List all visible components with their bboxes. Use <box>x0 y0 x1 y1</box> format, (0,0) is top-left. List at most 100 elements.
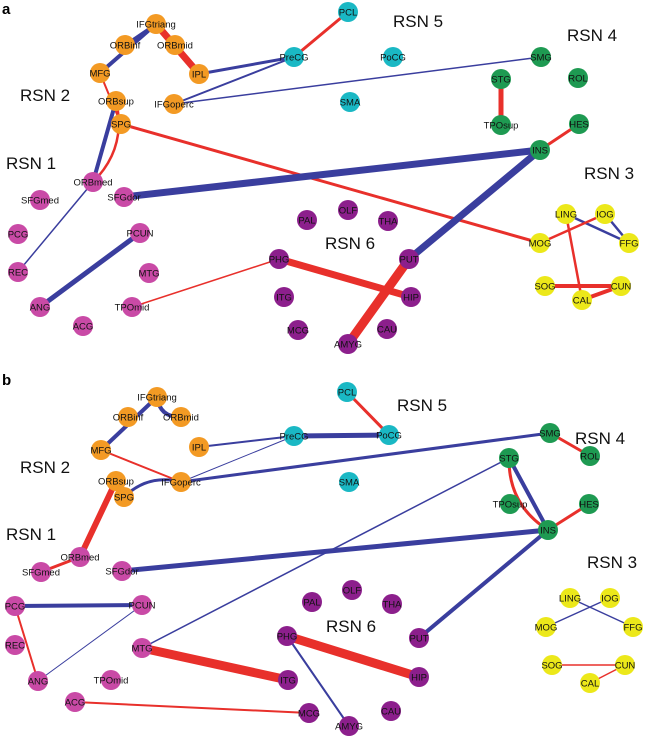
edge-orbmed-orbsup <box>91 99 118 184</box>
node-circle <box>112 561 132 581</box>
node-ffg: FFG <box>619 233 639 253</box>
node-label: ORBmed <box>73 178 112 189</box>
node-circle <box>568 68 588 88</box>
node-circle <box>531 47 551 67</box>
node-tpomid: TPOmid <box>94 670 129 690</box>
node-label: SMA <box>340 98 361 109</box>
node-precg: PreCG <box>279 426 309 446</box>
edge-orbsup-orbmed <box>77 478 119 560</box>
node-sfgmed: SFGmed <box>21 190 59 210</box>
node-circle <box>297 210 317 230</box>
node-label: PreCG <box>279 432 308 443</box>
node-circle <box>560 588 580 608</box>
node-ins: INS <box>530 140 550 160</box>
rsn-label-2: RSN 2 <box>20 458 70 477</box>
node-label: AMYG <box>334 340 362 351</box>
node-circle <box>615 655 635 675</box>
node-circle <box>91 440 111 460</box>
node-pcg: PCG <box>5 596 25 616</box>
node-label: MOG <box>529 239 552 250</box>
node-circle <box>147 387 167 407</box>
node-label: INS <box>532 146 548 157</box>
node-label: PAL <box>303 598 320 609</box>
node-circle <box>339 716 359 736</box>
node-label: INS <box>540 526 556 537</box>
node-circle <box>114 487 134 507</box>
node-label: SMA <box>339 478 360 489</box>
node-label: PUT <box>400 255 419 266</box>
node-circle <box>139 263 159 283</box>
node-precg: PreCG <box>279 47 309 67</box>
edge-ifgoperc-smg <box>179 431 552 484</box>
node-label: SFGdor <box>105 567 138 578</box>
node-circle <box>106 471 126 491</box>
node-circle <box>530 233 550 253</box>
node-label: ORBmid <box>163 413 199 424</box>
node-stg: STG <box>499 448 519 468</box>
node-label: CUN <box>611 282 632 293</box>
node-label: OLF <box>343 586 362 597</box>
node-circle <box>65 692 85 712</box>
node-put: PUT <box>409 628 429 648</box>
node-iog: IOG <box>600 588 620 608</box>
node-label: CAU <box>377 325 397 336</box>
edge-iog-mog <box>538 212 607 245</box>
node-sog: SOG <box>534 276 556 296</box>
node-circle <box>600 588 620 608</box>
node-circle <box>132 638 152 658</box>
node-label: PreCG <box>279 53 308 64</box>
node-label: THA <box>379 217 399 228</box>
rsn-label-1: RSN 1 <box>6 154 56 173</box>
node-tposup: TPOsup <box>493 494 527 514</box>
node-circle <box>338 2 358 22</box>
node-circle <box>165 35 185 55</box>
node-label: CAU <box>381 707 401 718</box>
node-itg: ITG <box>278 670 298 690</box>
node-smg: SMG <box>530 47 552 67</box>
node-label: OLF <box>339 206 358 217</box>
node-label: ITG <box>280 676 296 687</box>
node-label: MCG <box>298 709 320 720</box>
node-label: ORBinf <box>113 413 144 424</box>
node-acg: ACG <box>65 692 85 712</box>
node-circle <box>277 626 297 646</box>
node-rec: REC <box>8 262 28 282</box>
node-mfg: MFG <box>90 440 112 460</box>
node-iog: IOG <box>595 204 615 224</box>
node-label: IFGtriang <box>136 20 176 31</box>
node-circle <box>381 701 401 721</box>
node-pcun: PCUN <box>127 223 154 243</box>
node-circle <box>401 287 421 307</box>
edge-ang-pcun <box>37 604 143 682</box>
node-circle <box>491 69 511 89</box>
node-label: IPL <box>192 443 206 454</box>
rsn-label-3: RSN 3 <box>584 164 634 183</box>
node-pocg: PoCG <box>380 47 406 67</box>
edge-mtg-itg <box>137 643 293 685</box>
node-circle <box>8 262 28 282</box>
node-label: PoCG <box>376 431 402 442</box>
node-label: CAL <box>581 679 599 690</box>
node-circle <box>409 628 429 648</box>
node-stg: STG <box>491 69 511 89</box>
rsn-label-4: RSN 4 <box>567 26 617 45</box>
node-label: SMG <box>539 429 561 440</box>
node-circle <box>130 223 150 243</box>
node-smg: SMG <box>539 423 561 443</box>
node-circle <box>377 319 397 339</box>
node-hip: HIP <box>401 287 421 307</box>
node-label: HES <box>579 500 599 511</box>
panel-label: b <box>2 372 11 389</box>
node-ipl: IPL <box>189 64 209 84</box>
node-label: THA <box>383 600 403 611</box>
node-label: FFG <box>624 623 643 634</box>
node-amyg: AMYG <box>334 334 362 354</box>
node-label: MTG <box>138 269 159 280</box>
node-label: TPOmid <box>94 676 129 687</box>
node-orbinf: ORBinf <box>110 35 141 55</box>
node-circle <box>379 425 399 445</box>
node-orbsup: ORBsup <box>98 471 134 491</box>
node-tpomid: TPOmid <box>115 297 149 317</box>
node-circle <box>619 233 639 253</box>
